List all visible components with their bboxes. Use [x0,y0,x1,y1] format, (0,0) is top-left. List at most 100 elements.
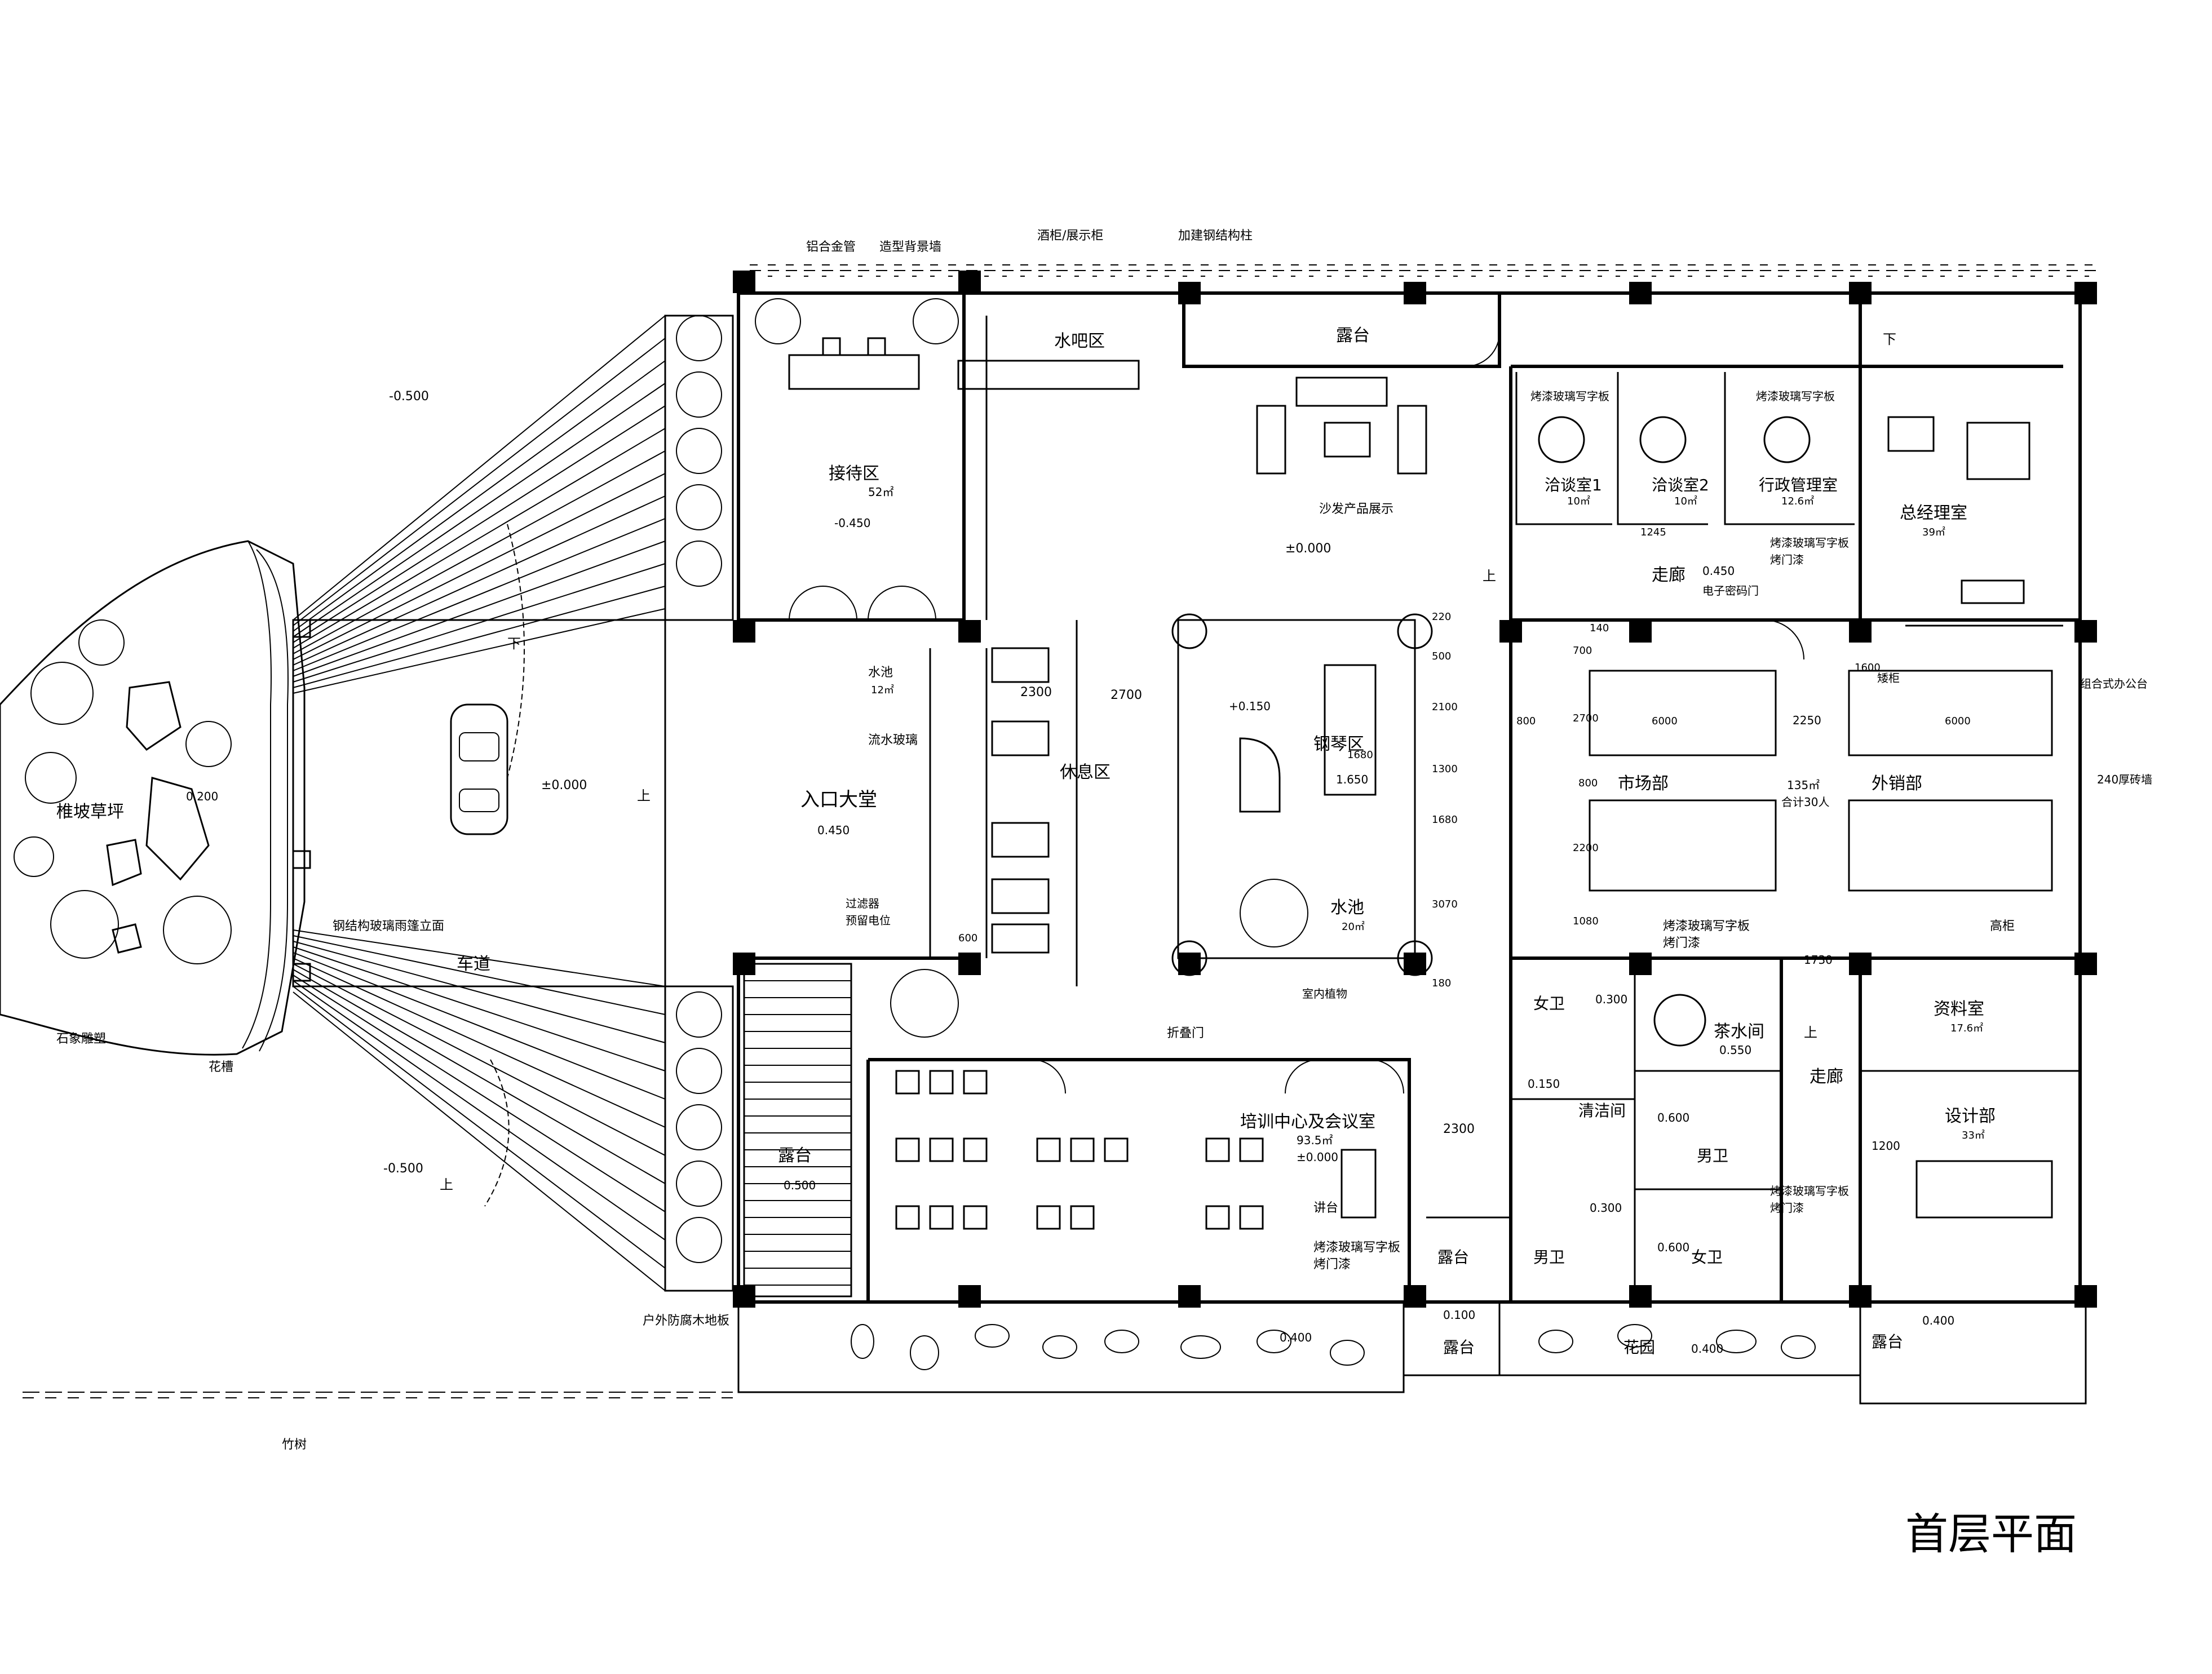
label-corridor: 走廊 [1652,565,1685,585]
label-female-wc-2: 女卫 [1691,1248,1723,1266]
dim-v1300: 1300 [1432,763,1458,775]
label-down-1: 下 [507,636,521,652]
dim-v220: 220 [1432,611,1451,623]
label-bg-wall: 造型背景墙 [879,240,941,254]
dim-800-b: 800 [1578,777,1598,789]
dim-800-a: 800 [1516,715,1536,727]
label-piano-level2: 1.650 [1336,773,1368,786]
label-cleaning: 清洁间 [1578,1101,1626,1120]
label-gm: 总经理室 [1900,503,1967,523]
label-lobby: 入口大堂 [800,789,877,811]
label-training: 培训中心及会议室 [1240,1112,1375,1132]
label-paint-board-3: 烤漆玻璃写字板 [1770,536,1849,550]
label-pool2: 水池 [1330,898,1364,918]
label-tea-level: 0.550 [1719,1043,1751,1057]
label-paint-door-3: 烤门漆 [1770,1201,1804,1215]
furniture [788,337,2053,1230]
label-paint-door-4: 烤门漆 [1313,1257,1351,1272]
label-paint-board-2: 烤漆玻璃写字板 [1756,389,1835,403]
dim-6000-b: 6000 [1945,715,1971,727]
label-driveway: 车道 [457,954,490,974]
label-socket: 预留电位 [846,914,891,927]
label-paint-door-1: 烤门漆 [1770,553,1804,566]
label-gm-area: 39㎡ [1922,526,1945,538]
label-design-area: 33㎡ [1962,1129,1985,1141]
label-fold-door: 折叠门 [1167,1026,1204,1040]
label-pool-area: 12㎡ [871,684,894,696]
lawn-palms [14,619,232,964]
label-female-wc-1: 女卫 [1533,994,1565,1013]
bottom-garden [737,1301,2087,1405]
level-400-a: 0.400 [1280,1331,1312,1344]
label-flower-area: 花园 [1623,1338,1655,1357]
label-indoor-plant: 室内植物 [1302,987,1347,1000]
label-paint-board-4: 烤漆玻璃写字板 [1663,919,1750,933]
level-400-b: 0.400 [1691,1342,1723,1356]
label-paint-board-6: 烤漆玻璃写字板 [1313,1241,1400,1255]
label-corridor-level: 0.450 [1702,564,1735,578]
level-000-drive: ±0.000 [541,778,587,792]
level-200: 0.200 [186,790,218,803]
label-up-2: 上 [1483,568,1496,584]
wood-deck [743,963,852,1297]
dim-6000-a: 6000 [1652,715,1678,727]
label-training-level: ±0.000 [1297,1150,1338,1164]
label-lectern: 讲台 [1313,1201,1338,1215]
label-reception-area: 52㎡ [868,485,893,499]
label-reception-level: -0.450 [834,516,870,530]
label-edoor: 电子密码门 [1702,584,1759,597]
label-archive-area: 17.6㎡ [1950,1022,1983,1034]
label-steel-glass: 钢结构玻璃雨篷立面 [333,919,444,933]
label-paint-door-2: 烤门漆 [1663,936,1700,950]
label-office-total: 合计30人 [1781,795,1829,809]
dim-1730: 1730 [1804,953,1833,967]
label-sofa: 沙发产品展示 [1319,502,1393,516]
label-filter: 过滤器 [846,897,879,910]
label-alum-pipe: 铝合金管 [806,240,856,254]
label-talk1-area: 10㎡ [1567,495,1590,507]
label-male-wc-2: 男卫 [1533,1248,1565,1266]
label-talk2: 洽谈室2 [1652,476,1709,494]
structural-columns [733,271,2097,1308]
dim-v2100: 2100 [1432,701,1458,713]
label-down-2: 下 [1883,331,1896,347]
bamboo-row [23,1392,733,1398]
label-flower-bed: 花槽 [209,1060,233,1074]
label-wall240: 240厚砖墙 [2097,773,2152,786]
label-level-main: ±0.000 [1285,542,1331,556]
label-up-4: 上 [440,1177,453,1193]
level-100: 0.100 [1443,1308,1475,1322]
label-lobby-level: 0.450 [817,823,850,837]
label-rest: 休息区 [1060,763,1111,782]
dim-2300-b: 2300 [1443,1122,1475,1136]
top-hedge [750,264,2097,277]
label-terrace-top: 露台 [1336,326,1370,346]
car-icon [450,703,508,835]
driveway-fan-lines [293,315,666,1291]
drawing-title: 首层平面 [1905,1509,2077,1559]
label-archive: 资料室 [1934,999,1984,1019]
label-sales: 外销部 [1872,774,1922,794]
label-up-3: 上 [1804,1025,1817,1040]
label-tea: 茶水间 [1714,1022,1764,1042]
dim-v3070: 3070 [1432,898,1458,910]
label-talk1: 洽谈室1 [1545,476,1602,494]
rock-sculptures [106,681,210,954]
level-600-b: 0.600 [1657,1241,1689,1254]
label-wine: 酒柜/展示柜 [1037,229,1103,243]
label-terrace-left-level: 0.500 [784,1179,816,1192]
label-training-area: 93.5㎡ [1297,1133,1333,1147]
label-bamboo: 竹树 [282,1438,307,1452]
dimension-labels: 2300 2700 1680 6000 6000 2250 800 800 12… [958,526,1971,1153]
level-600-a: 0.600 [1657,1111,1689,1124]
label-reception: 接待区 [829,464,879,484]
label-piano: 钢琴区 [1313,734,1364,754]
indoor-plants [755,298,1308,1038]
slope-lawn [0,540,306,1056]
dim-v2700: 2700 [1573,712,1599,724]
level-150: 0.150 [1528,1077,1560,1091]
label-design: 设计部 [1945,1106,1996,1126]
dim-2250: 2250 [1793,714,1821,727]
level-300-a: 0.300 [1595,993,1627,1006]
